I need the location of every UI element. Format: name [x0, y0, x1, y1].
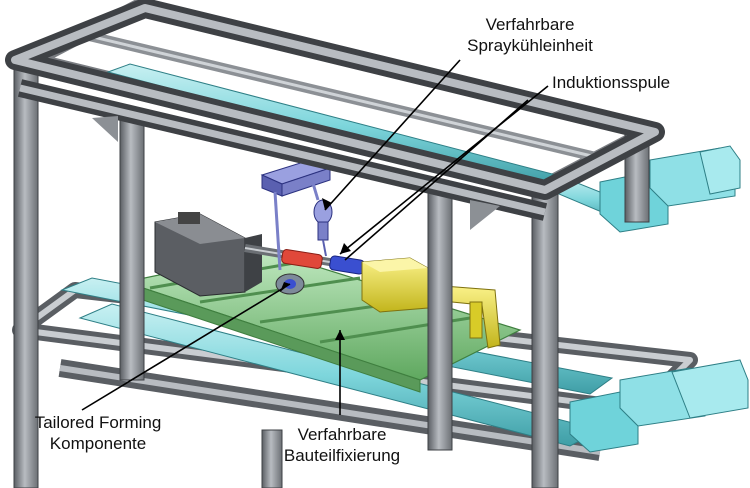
label-induction-coil-text: Induktionsspule: [552, 73, 671, 92]
label-tailored-forming-component: Tailored Forming Komponente: [12, 412, 184, 454]
label-spray-cooling-unit: Verfahrbare Spraykühleinheit: [455, 14, 605, 56]
spray-cooling-unit: [260, 159, 333, 271]
vertical-posts: [13, 61, 650, 488]
label-spray-cooling-line2: Spraykühleinheit: [467, 36, 593, 55]
front-top-frame: [5, 0, 665, 230]
leader-lines: [81, 59, 549, 415]
label-component-line2: Komponente: [49, 434, 147, 453]
leader-arrowheads: [280, 198, 351, 340]
label-component-fixture: Verfahrbare Bauteilfixierung: [262, 424, 422, 466]
label-fixture-line2: Bauteilfixierung: [283, 446, 401, 465]
label-induction-coil: Induktionsspule: [552, 72, 670, 93]
label-spray-cooling-line1: Verfahrbare: [485, 15, 575, 34]
drive-housing: [154, 212, 262, 297]
label-component-line1: Tailored Forming: [34, 413, 162, 432]
servo-motor-lower: [569, 359, 749, 453]
label-fixture-line1: Verfahrbare: [297, 425, 387, 444]
